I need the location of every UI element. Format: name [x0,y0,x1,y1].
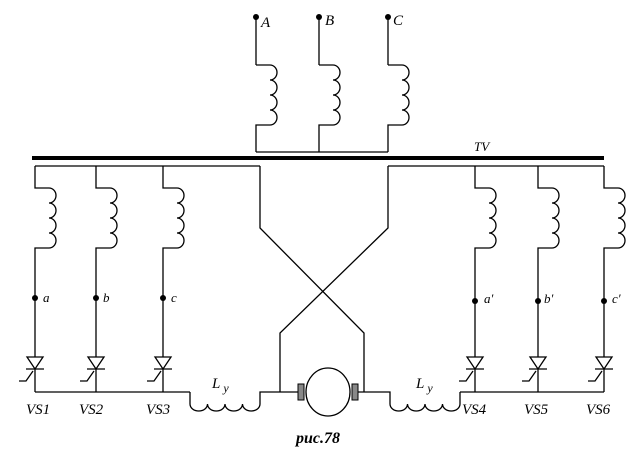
thyristor-label-vs1: VS1 [26,402,50,418]
secondary-winding-b [93,166,118,392]
thyristor-label-vs5: VS5 [524,402,549,418]
thyristor-vs5 [522,356,548,382]
primary-winding-b [316,14,341,152]
thyristor-label-vs3: VS3 [146,402,170,418]
tap-label-b: b [103,290,110,305]
cross-wire-right [279,166,389,392]
phase-label-a: A [260,15,271,31]
secondary-winding-a [32,166,57,392]
dc-motor [297,367,359,417]
secondary-winding-c [160,166,185,392]
thyristor-vs2 [80,356,106,382]
tap-label-a: a [43,290,50,305]
inductor-left [189,391,300,412]
tap-label-a-prime: a′ [484,291,494,306]
secondary-winding-a-prime [472,166,497,392]
transformer-label: TV [474,139,491,154]
thyristor-vs6 [588,356,614,382]
thyristor-label-vs6: VS6 [586,402,611,418]
phase-label-b: B [325,13,334,29]
tap-label-c-prime: c′ [612,291,621,306]
thyristor-vs1 [19,356,45,382]
thyristor-label-vs4: VS4 [462,402,487,418]
inductor-right [356,391,461,412]
tap-label-c: c [171,290,177,305]
cross-wire-left [259,166,365,392]
thyristor-vs4 [459,356,485,382]
secondary-winding-b-prime [535,166,560,392]
thyristor-vs3 [147,356,173,382]
primary-winding-a [253,14,278,152]
secondary-winding-c-prime [601,166,626,392]
tap-label-b-prime: b′ [544,291,554,306]
primary-winding-c [385,14,410,152]
thyristor-label-vs2: VS2 [79,402,104,418]
phase-label-c: C [393,13,404,29]
figure-caption: рис.78 [294,430,340,447]
